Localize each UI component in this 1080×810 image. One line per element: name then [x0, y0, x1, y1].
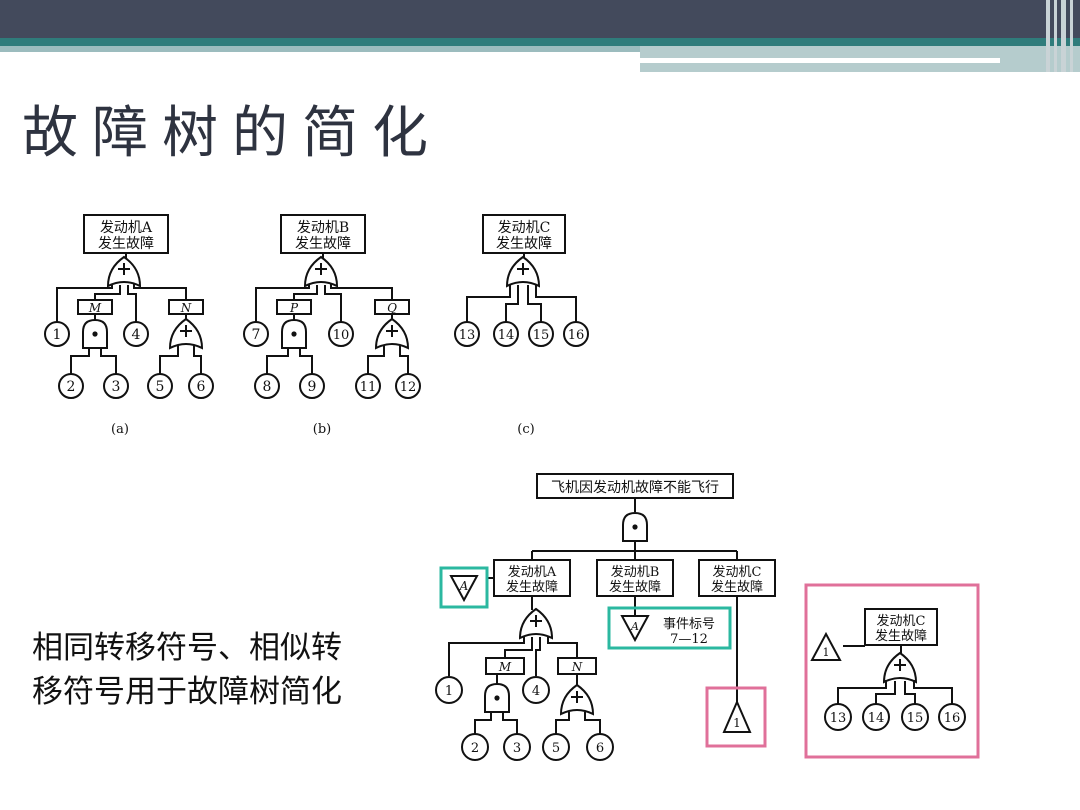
and-gate-icon	[281, 319, 307, 349]
combined-transfer-a: A	[459, 579, 469, 593]
light-band-line	[640, 58, 1000, 63]
transfer-out-triangle-icon	[722, 699, 752, 733]
similar-c-tree: 发动机C 发生故障 1 13 14 15 16	[804, 583, 980, 759]
similar-transfer-triangle-icon	[620, 615, 650, 643]
tree-c-leaf-2: 14	[498, 328, 515, 343]
tree-b-top-line2: 发生故障	[295, 236, 351, 252]
combined-tree: 飞机因发动机故障不能飞行 发动机A 发生故障 发动机B 发生故障 发动机C 发生…	[435, 473, 776, 761]
or-gate-icon	[375, 318, 409, 349]
tree-a-nbox: N	[180, 301, 192, 315]
tree-b-qbox: Q	[387, 301, 397, 315]
pink-highlight-1	[705, 686, 767, 748]
similar-c-leaf-4: 16	[944, 711, 961, 726]
tree-b-leaf-mid: 10	[333, 328, 350, 343]
tree-b-top-line1: 发动机B	[297, 220, 349, 236]
combined-leaf-m2: 3	[513, 741, 521, 756]
tree-c-leaf-3: 15	[533, 328, 550, 343]
teal-highlight-event	[607, 606, 732, 650]
combined-top: 飞机因发动机故障不能飞行	[551, 480, 719, 496]
tree-b-leaf-q2: 12	[400, 380, 417, 395]
tree-c-leaf-1: 13	[459, 328, 476, 343]
similar-c-leaf-3: 15	[907, 711, 924, 726]
tree-c-top-line2: 发生故障	[496, 236, 552, 252]
tree-a-leaf-mid: 4	[132, 327, 141, 343]
tree-b-leaf-p1: 8	[263, 379, 272, 395]
transfer-in-triangle-icon	[810, 631, 842, 661]
tree-a-leaf-m1: 2	[67, 379, 76, 395]
caption: 相同转移符号、相似转 移符号用于故障树简化	[32, 626, 342, 714]
light-band	[0, 46, 640, 52]
and-gate-icon	[622, 512, 648, 542]
caption-line-2: 移符号用于故障树简化	[32, 674, 342, 710]
teal-highlight-a	[439, 566, 489, 609]
tree-a-mbox: M	[88, 301, 102, 315]
tree-a-leaf-n2: 6	[197, 379, 206, 395]
tree-b-leaf-q1: 11	[360, 380, 377, 395]
tree-b-leaf-left: 7	[252, 327, 261, 343]
combined-leaf-n2: 6	[596, 741, 604, 756]
combined-a-line1: 发动机A	[508, 564, 557, 580]
tree-a-label: (a)	[111, 422, 129, 437]
combined-leaf-left: 1	[445, 684, 453, 699]
tree-c-label: (c)	[517, 422, 534, 437]
similar-c-line1: 发动机C	[877, 613, 926, 629]
accent-band	[0, 38, 1080, 46]
similar-c-line2: 发生故障	[875, 628, 927, 644]
combined-n: N	[571, 660, 583, 674]
similar-c-transfer: 1	[823, 646, 830, 659]
or-gate-icon	[506, 256, 540, 287]
header-bar	[0, 0, 1080, 38]
svg-text:A: A	[630, 620, 639, 633]
transfer-in-triangle-icon	[449, 575, 479, 603]
tree-b-pbox: P	[289, 301, 299, 315]
combined-leaf-mid: 4	[532, 684, 540, 699]
combined-event-line2: 7—12	[670, 632, 708, 647]
tree-a-top-line2: 发生故障	[98, 236, 154, 252]
combined-b-line2: 发生故障	[609, 579, 661, 595]
tree-a-leaf-n1: 5	[156, 379, 165, 395]
similar-c-leaf-1: 13	[830, 711, 847, 726]
and-gate-icon	[82, 319, 108, 349]
tree-b-label: (b)	[313, 422, 331, 437]
or-gate-icon	[169, 318, 203, 349]
pink-highlight-c	[804, 583, 980, 759]
combined-a-line2: 发生故障	[506, 579, 558, 595]
tree-a: 发动机A 发生故障 M N	[44, 214, 214, 437]
tree-b-leaf-p2: 9	[308, 379, 317, 395]
combined-leaf-n1: 5	[552, 741, 560, 756]
or-gate-icon	[560, 684, 594, 715]
tree-a-leaf-left: 1	[53, 327, 62, 343]
combined-event-line1: 事件标号	[663, 617, 715, 632]
or-gate-icon	[304, 256, 338, 287]
tree-a-leaf-m2: 3	[112, 379, 121, 395]
or-gate-icon	[883, 652, 917, 683]
combined-m: M	[498, 660, 512, 674]
and-gate-icon	[484, 683, 510, 713]
combined-transfer-1: 1	[733, 716, 741, 730]
or-gate-icon	[107, 256, 141, 287]
combined-c-line1: 发动机C	[713, 564, 762, 580]
tree-c-top-line1: 发动机C	[498, 220, 551, 236]
tree-b: 发动机B 发生故障 P Q	[243, 214, 421, 437]
caption-line-1: 相同转移符号、相似转	[32, 630, 342, 666]
slide-title: 故障树的简化	[22, 101, 442, 166]
tree-a-top-line1: 发动机A	[100, 220, 153, 236]
or-gate-icon	[519, 608, 553, 639]
similar-c-leaf-2: 14	[868, 711, 885, 726]
tree-c-leaf-4: 16	[568, 328, 585, 343]
tree-c: 发动机C 发生故障 13 14 15 16 (c)	[454, 214, 589, 437]
right-stripes	[1046, 0, 1073, 72]
combined-leaf-m1: 2	[471, 741, 479, 756]
combined-c-line2: 发生故障	[711, 579, 763, 595]
combined-b-line1: 发动机B	[611, 564, 660, 580]
